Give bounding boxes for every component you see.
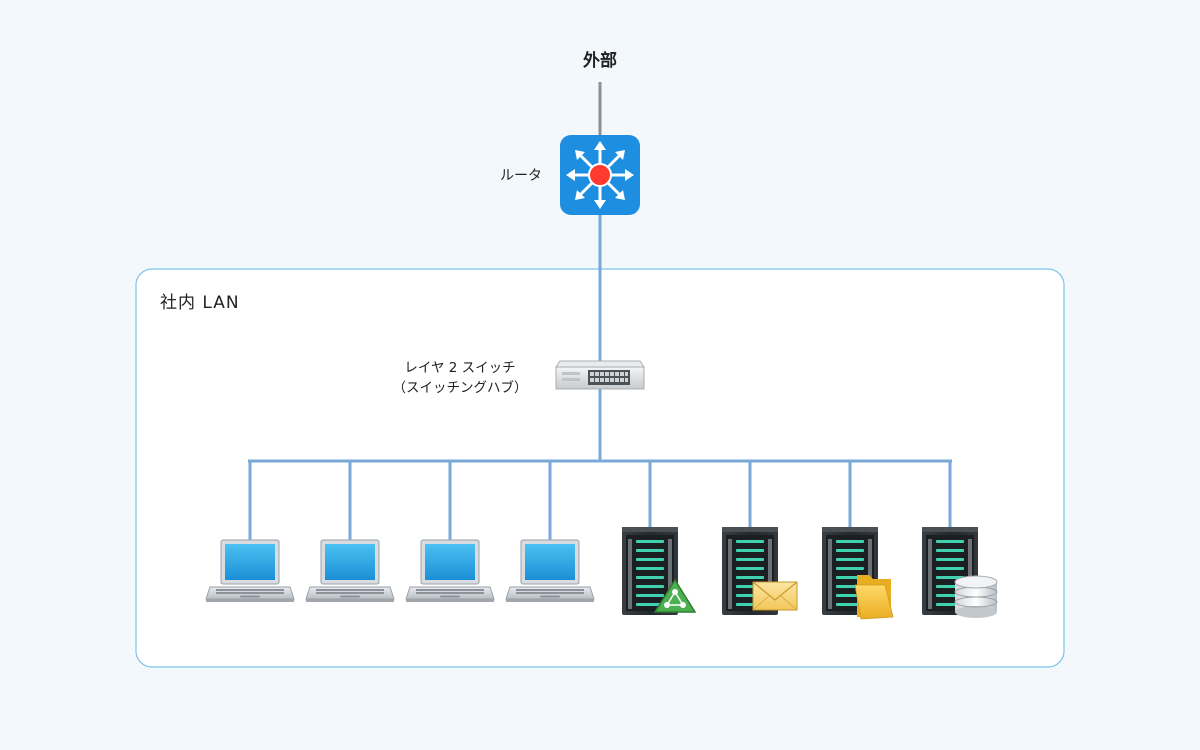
lan-label: 社内 LAN — [160, 293, 240, 313]
router-icon — [560, 135, 640, 215]
device-drop-cables — [248, 460, 952, 541]
switch-label: レイヤ 2 スイッチ （スイッチングハブ） — [370, 358, 550, 398]
folder-icon — [854, 575, 894, 620]
router-label: ルータ — [500, 168, 542, 184]
mail-icon — [752, 581, 798, 611]
external-label: 外部 — [583, 51, 617, 71]
switch-label-line2: （スイッチングハブ） — [392, 380, 528, 396]
switch-icon — [555, 360, 645, 390]
switch-label-line1: レイヤ 2 スイッチ — [404, 360, 516, 376]
database-icon — [954, 575, 998, 618]
share-icon — [653, 578, 697, 613]
